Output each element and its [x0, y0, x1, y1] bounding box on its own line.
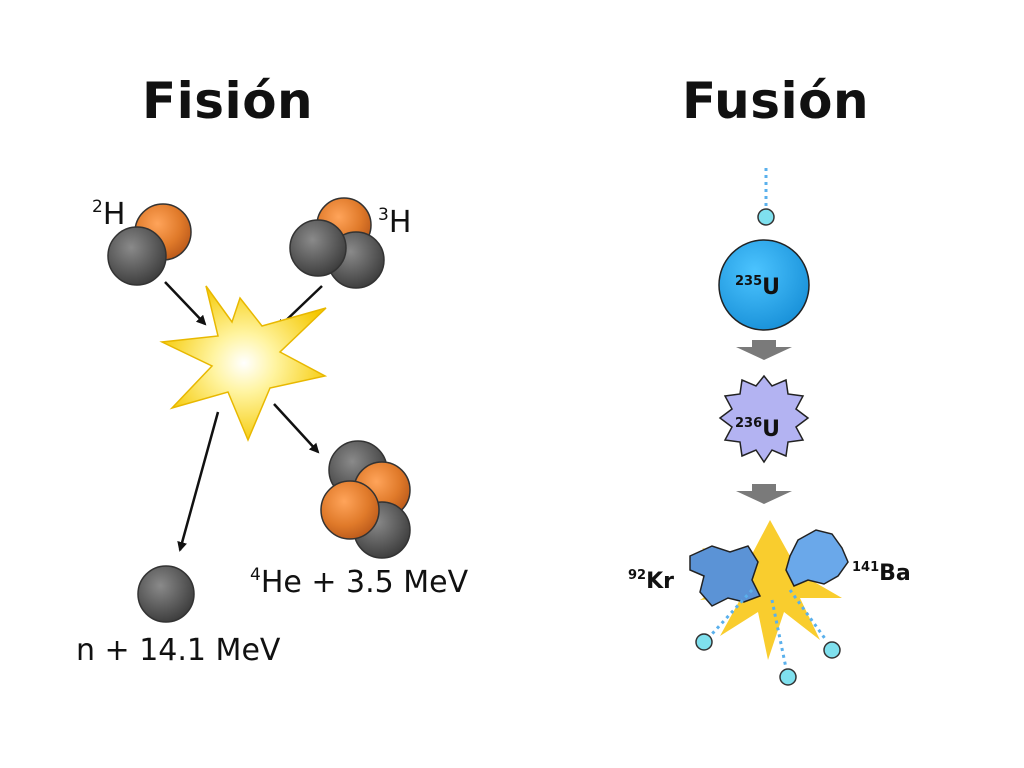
u235-nucleus [718, 239, 810, 331]
step-arrow-2 [736, 484, 792, 504]
krypton-label: 92Kr [628, 568, 674, 594]
u236-nucleus [718, 374, 810, 464]
step-arrow-1 [736, 340, 792, 360]
u235-label: 235U [735, 274, 780, 300]
outgoing-trail-2 [770, 599, 788, 669]
krypton-fragment [689, 545, 762, 607]
incoming-neutron [757, 208, 775, 226]
free-neutron [137, 565, 195, 623]
deuterium-label: 2H [92, 197, 125, 232]
proton [320, 480, 380, 540]
outgoing-trail-3 [788, 589, 828, 641]
helium-label: 4He + 3.5 MeV [250, 565, 469, 600]
tritium-label: 3H [378, 205, 411, 240]
neutron-label: n + 14.1 MeV [76, 633, 281, 668]
helium-nucleus [320, 440, 411, 559]
arrow-in-left [164, 281, 207, 326]
u236-label: 236U [735, 416, 780, 442]
neutron [107, 226, 167, 286]
flash-star [159, 285, 328, 442]
outgoing-trail-1 [710, 588, 754, 636]
neutron [289, 219, 347, 277]
title-fision: Fisión [142, 72, 314, 130]
barium-label: 141Ba [852, 560, 911, 586]
tritium-nucleus [289, 197, 385, 289]
outgoing-neutron [695, 633, 713, 651]
deuterium-nucleus [107, 203, 192, 286]
outgoing-neutron [823, 641, 841, 659]
arrow-out-helium [273, 403, 320, 454]
outgoing-neutron [779, 668, 797, 686]
title-fusion: Fusión [682, 72, 870, 130]
arrow-out-neutron [177, 411, 220, 552]
barium-fragment [785, 529, 849, 587]
